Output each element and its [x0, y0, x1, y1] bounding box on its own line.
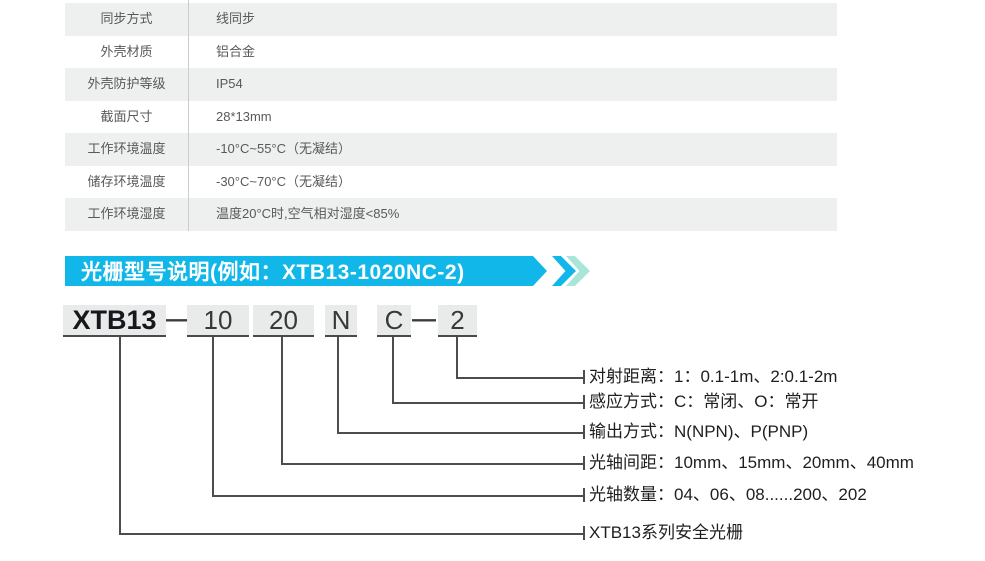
spec-label: 截面尺寸	[100, 108, 153, 124]
legend-beam-pitch: 光轴间距：10mm、15mm、20mm、40mm	[589, 453, 914, 472]
spec-label: 外壳防护等级	[87, 76, 166, 91]
connector-line	[337, 337, 339, 434]
connector-line	[119, 337, 121, 535]
spec-value: -10°C~55°C（无凝结）	[216, 141, 352, 156]
connector-tick	[583, 425, 585, 439]
spec-label: 储存环境温度	[87, 173, 166, 189]
spec-value: 铝合金	[216, 43, 256, 59]
legend-sensing: 感应方式：C：常闭、O：常开	[589, 392, 819, 411]
connector-line	[281, 463, 584, 465]
legend-beam-count: 光轴数量：04、06、08......200、202	[589, 485, 867, 504]
connector-tick	[583, 488, 585, 502]
table-row: 同步方式 线同步	[65, 3, 837, 36]
spec-label: 外壳材质	[100, 43, 153, 59]
model-segment-output: N	[325, 305, 357, 337]
connector-line	[392, 337, 394, 404]
spec-value: IP54	[216, 76, 243, 91]
table-row: 外壳防护等级 IP54	[65, 68, 837, 101]
connector-tick	[583, 456, 585, 470]
spec-label: 工作环境温度	[87, 141, 166, 156]
connector-line	[119, 533, 584, 535]
connector-line	[456, 377, 584, 379]
model-segment-distance: 2	[438, 305, 477, 337]
connector-line	[212, 337, 214, 497]
dash-separator: —	[166, 306, 190, 333]
spec-label: 工作环境湿度	[87, 206, 166, 221]
connector-tick	[583, 395, 585, 409]
table-column-divider	[188, 0, 189, 231]
table-row: 工作环境温度 -10°C~55°C（无凝结）	[65, 133, 837, 166]
connector-tick	[583, 370, 585, 384]
connector-line	[456, 337, 458, 379]
spec-value: 温度20°C时,空气相对湿度<85%	[216, 206, 400, 221]
model-segment-series: XTB13	[63, 305, 166, 337]
spec-value: 28*13mm	[216, 108, 272, 124]
section-banner: 光栅型号说明(例如：XTB13-1020NC-2)	[65, 256, 547, 286]
connector-tick	[583, 526, 585, 540]
connector-line	[212, 495, 584, 497]
legend-output: 输出方式：N(NPN)、P(PNP)	[589, 422, 809, 441]
table-row: 工作环境湿度 温度20°C时,空气相对湿度<85%	[65, 198, 837, 231]
table-row: 截面尺寸 28*13mm	[65, 101, 837, 134]
spec-value: 线同步	[216, 11, 256, 26]
connector-line	[281, 337, 283, 465]
model-segment-sensing: C	[377, 305, 411, 337]
spec-value: -30°C~70°C（无凝结）	[216, 173, 352, 189]
connector-line	[392, 402, 584, 404]
dash-separator: —	[412, 306, 436, 333]
legend-distance: 对射距离：1：0.1-1m、2:0.1-2m	[589, 367, 838, 386]
legend-series: XTB13系列安全光栅	[589, 523, 743, 542]
section-banner-title: 光栅型号说明(例如：XTB13-1020NC-2)	[81, 261, 465, 284]
model-segment-beam-count: 10	[187, 305, 249, 337]
model-segment-beam-pitch: 20	[253, 305, 314, 337]
table-row: 储存环境温度 -30°C~70°C（无凝结）	[65, 166, 837, 199]
spec-label: 同步方式	[100, 11, 153, 26]
connector-line	[337, 432, 584, 434]
table-row: 外壳材质 铝合金	[65, 36, 837, 69]
